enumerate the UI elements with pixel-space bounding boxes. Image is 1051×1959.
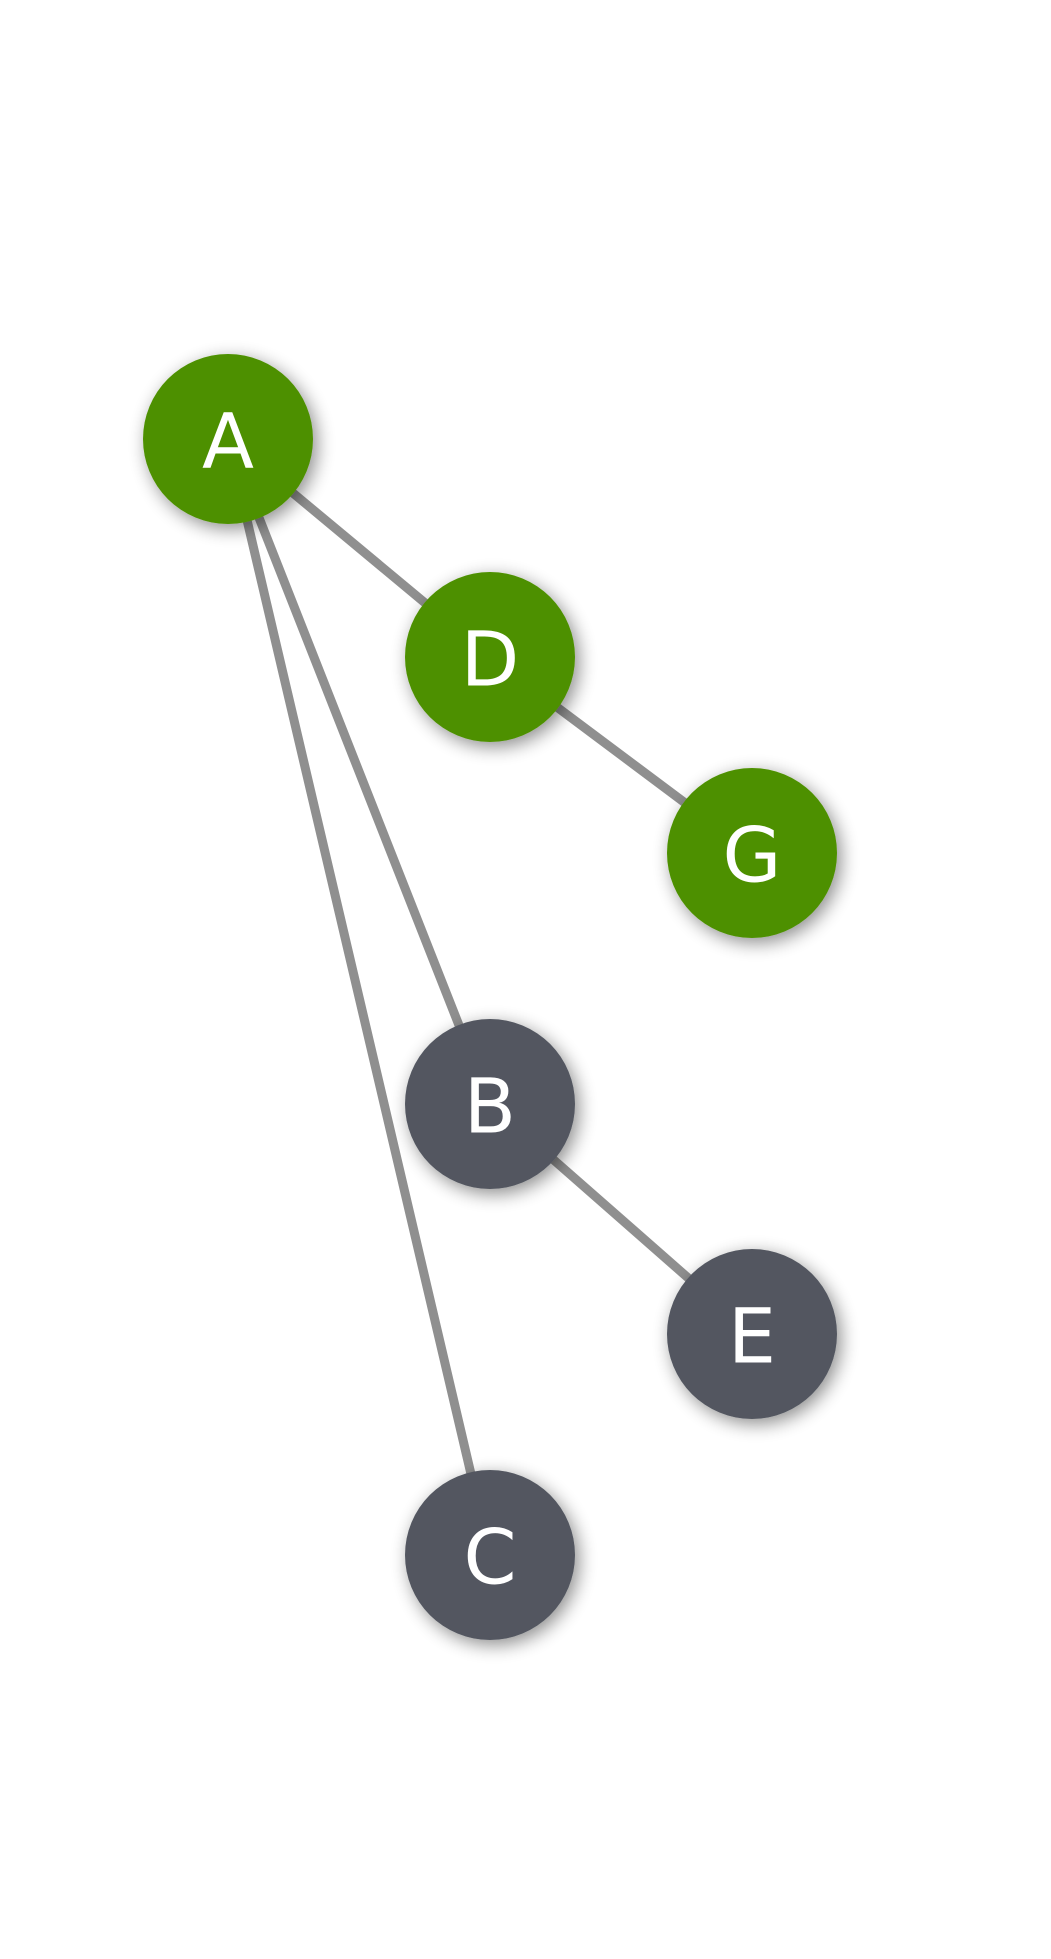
node-d-circle — [405, 572, 575, 742]
node-b-label: B — [464, 1062, 516, 1151]
node-e-label: E — [728, 1292, 776, 1381]
node-c-label: C — [463, 1513, 516, 1602]
nodes-layer: A D G B E C — [143, 354, 837, 1640]
node-a-circle — [143, 354, 313, 524]
node-a-label: A — [202, 397, 254, 486]
node-d: D — [405, 572, 575, 742]
edge-a-c — [223, 437, 495, 1557]
edge-a-b — [223, 437, 495, 1106]
node-a: A — [143, 354, 313, 524]
node-b: B — [405, 1019, 575, 1189]
node-g: G — [667, 768, 837, 938]
node-g-circle — [667, 768, 837, 938]
node-g-label: G — [723, 811, 782, 900]
node-e: E — [667, 1249, 837, 1419]
node-e-circle — [667, 1249, 837, 1419]
node-c-circle — [405, 1470, 575, 1640]
node-d-label: D — [461, 615, 520, 704]
node-b-circle — [405, 1019, 575, 1189]
node-c: C — [405, 1470, 575, 1640]
